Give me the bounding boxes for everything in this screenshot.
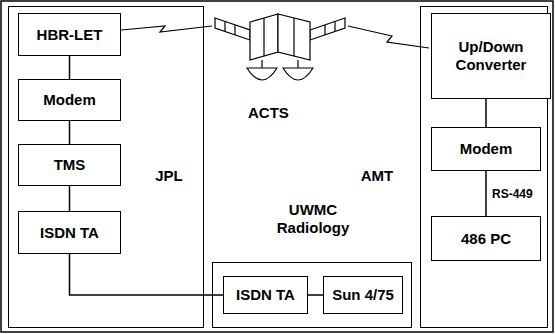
amt-station: AMTUp/Down ConverterModem486 PC <box>420 6 548 328</box>
box-label: Sun 4/75 <box>332 286 394 304</box>
connector-line <box>485 171 487 216</box>
connector-line <box>70 254 224 295</box>
connector-line <box>308 294 323 296</box>
converter-box: Up/Down Converter <box>431 13 551 99</box>
connector-line <box>69 121 71 144</box>
box-label: Modem <box>460 140 513 158</box>
box-label: HBR-LET <box>37 26 103 44</box>
box-label: 486 PC <box>461 230 511 248</box>
box-label: Modem <box>43 91 96 109</box>
terminal-box: HBR-LET <box>18 13 121 56</box>
satellite-label: ACTS <box>248 104 289 121</box>
radio-link <box>121 26 429 48</box>
workstation-box: Sun 4/75 <box>323 276 403 314</box>
box-label: ISDN TA <box>40 224 99 242</box>
connector-line <box>485 99 487 127</box>
box-label: Up/Down Converter <box>432 38 550 74</box>
interface-label: RS-449 <box>490 187 535 201</box>
group-label: UWMC Radiology <box>263 201 363 237</box>
satellite <box>215 14 345 80</box>
connector-line <box>69 56 71 79</box>
box-label: ISDN TA <box>236 286 295 304</box>
radiology-site: UWMC RadiologyISDN TASun 4/75 <box>212 262 412 328</box>
box-label: TMS <box>54 156 86 174</box>
tms-box: TMS <box>18 144 121 186</box>
pc-box: 486 PC <box>431 216 541 261</box>
isdn-adapter-box: ISDN TA <box>223 276 308 314</box>
connector-line <box>69 186 71 211</box>
modem-box: Modem <box>18 79 121 121</box>
group-label: AMT <box>349 167 405 185</box>
group-label: JPL <box>141 167 197 185</box>
jpl-station: JPL HBR-LET ModemTMS ISDN TA <box>8 6 204 328</box>
modem-box: Modem <box>431 127 541 171</box>
isdn-adapter-box: ISDN TA <box>18 211 121 254</box>
